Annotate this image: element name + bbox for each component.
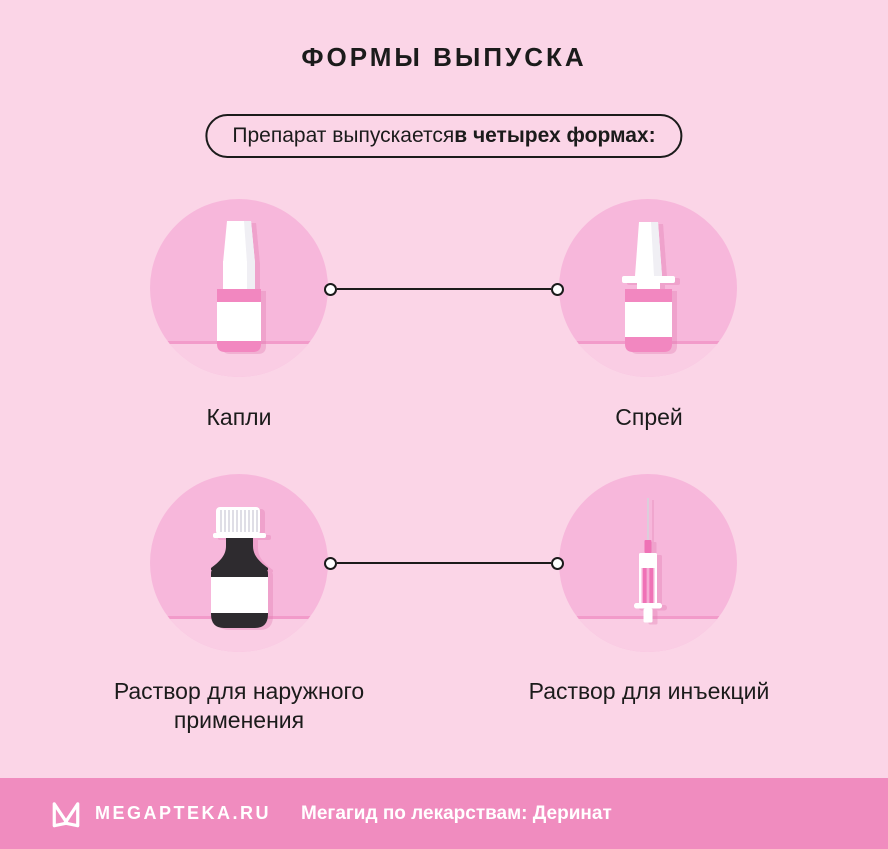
spray-bottle-icon xyxy=(622,222,675,352)
megapteka-logo-icon xyxy=(52,801,80,827)
form-circle-injection-solution xyxy=(559,474,737,652)
connector-dot-left xyxy=(324,556,337,570)
dropper-bottle-icon xyxy=(217,221,261,352)
form-circle-drops xyxy=(150,199,328,377)
connector-line xyxy=(337,561,551,565)
footer-brand: MEGAPTEKA.RU xyxy=(95,803,272,823)
connector-line xyxy=(337,287,551,291)
page-title: ФОРМЫ ВЫПУСКА xyxy=(301,42,587,72)
callout-pill: Препарат выпускается в четырех формах: xyxy=(205,114,683,158)
form-label-spray: Спрей xyxy=(615,404,683,430)
form-circle-spray xyxy=(559,199,737,377)
medicine-bottle-icon xyxy=(211,507,268,628)
form-label-external-solution: Раствор для наружного применения xyxy=(113,678,365,733)
connector-dot-right xyxy=(551,282,564,296)
callout-text-bold: в четырех формах: xyxy=(454,124,656,147)
form-label-injection-solution: Раствор для инъекций xyxy=(528,678,770,704)
connector-dot-right xyxy=(551,556,564,570)
connector-row2 xyxy=(324,556,564,570)
footer-caption: Мегагид по лекарствам: Деринат xyxy=(301,802,612,824)
callout-text: Препарат выпускается xyxy=(232,124,455,147)
form-circle-external-solution xyxy=(150,474,328,652)
connector-row1 xyxy=(324,282,564,296)
syringe-icon xyxy=(634,498,662,623)
connector-dot-left xyxy=(324,282,337,296)
form-label-drops: Капли xyxy=(206,404,272,430)
footer-bar: MEGAPTEKA.RU Мегагид по лекарствам: Дери… xyxy=(0,778,888,849)
